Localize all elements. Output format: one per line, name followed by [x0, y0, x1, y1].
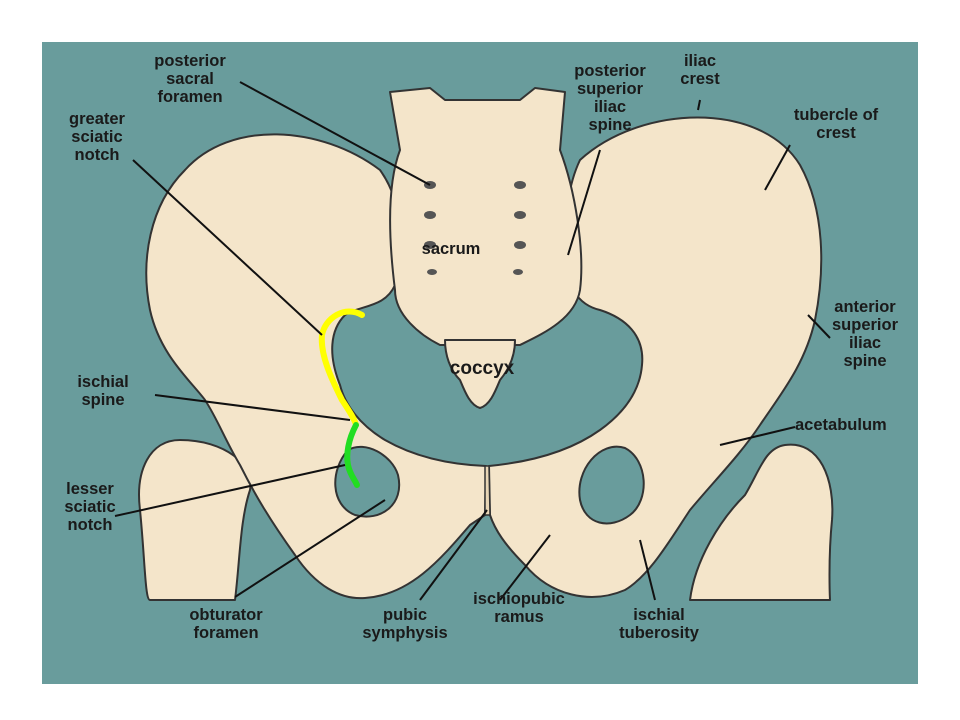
left-obturator-foramen — [334, 445, 401, 518]
coccyx-bone — [444, 339, 516, 409]
label-obturator-foramen: obturator foramen — [189, 606, 263, 642]
label-acetabulum: acetabulum — [795, 416, 887, 434]
lesser-sciatic-notch-highlight — [344, 422, 360, 488]
right-obturator-foramen — [578, 445, 645, 525]
leader-lines — [114, 81, 831, 601]
label-sacrum: sacrum — [421, 240, 481, 258]
label-coccyx: coccyx — [449, 358, 515, 379]
label-posterior-sacral-foramen: posterior sacral foramen — [154, 52, 226, 106]
label-ischiopubic-ramus: ischiopubic ramus — [473, 590, 565, 626]
sacrum-bone — [389, 87, 583, 346]
label-anterior-superior-iliac-spine: anterior superior iliac spine — [831, 298, 899, 370]
label-iliac-crest: iliac crest — [680, 52, 720, 88]
label-pubic-symphysis: pubic symphysis — [362, 606, 448, 642]
label-ischial-spine: ischial spine — [77, 373, 129, 409]
left-femur — [138, 439, 252, 601]
label-greater-sciatic-notch: greater sciatic notch — [69, 110, 125, 164]
greater-sciatic-notch-highlight — [318, 308, 365, 428]
right-femur — [689, 443, 834, 601]
label-posterior-superior-iliac-spine: posterior superior iliac spine — [574, 62, 646, 134]
label-lesser-sciatic-notch: lesser sciatic notch — [64, 480, 116, 534]
label-ischial-tuberosity: ischial tuberosity — [619, 606, 699, 642]
label-tubercle-of-crest: tubercle of crest — [793, 106, 879, 142]
